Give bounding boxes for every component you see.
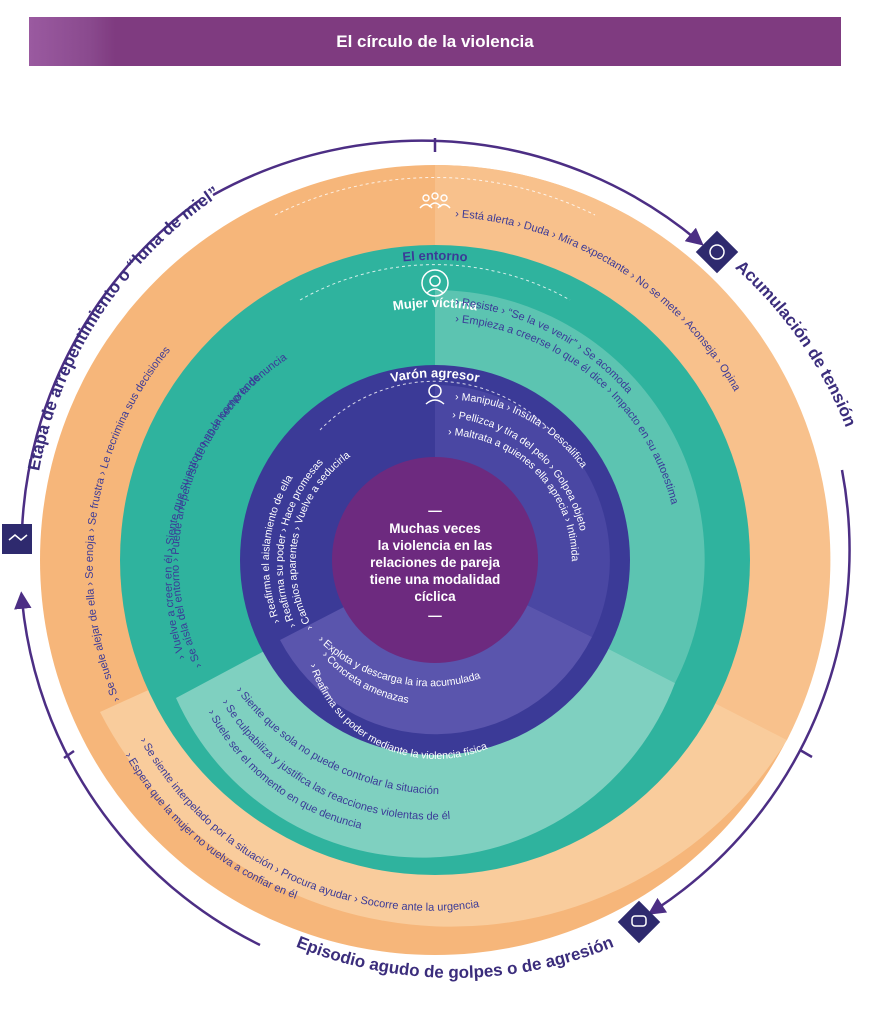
woman-icon xyxy=(421,269,449,297)
center-line-3: relaciones de pareja xyxy=(370,555,500,570)
arrow-to-honeymoon xyxy=(14,591,261,947)
label-varon: Varón agresor xyxy=(389,365,481,385)
angry-face-icon xyxy=(695,230,739,274)
arrow-to-acute xyxy=(647,469,851,915)
label-entorno: El entorno xyxy=(402,248,469,265)
people-icon xyxy=(419,192,451,209)
center-dash-bottom: — xyxy=(428,608,442,623)
label-separators xyxy=(274,177,596,431)
center-line-1: Muchas veces xyxy=(389,521,481,536)
core-circle xyxy=(332,457,538,663)
man-icon xyxy=(425,384,445,405)
cycle-ticks xyxy=(63,138,813,760)
center-message: — Muchas veces la violencia en las relac… xyxy=(370,503,501,623)
arrow-to-tension xyxy=(212,139,704,246)
title-accent xyxy=(29,17,115,66)
center-line-5: cíclica xyxy=(414,589,456,604)
title-bar: El círculo de la violencia xyxy=(29,17,841,66)
center-line-4: tiene una modalidad xyxy=(370,572,501,587)
arrow-to-tension-start xyxy=(20,198,201,531)
handshake-icon xyxy=(2,524,32,554)
cycle-arrows xyxy=(14,139,851,947)
center-dash-top: — xyxy=(428,503,442,518)
center-line-2: la violencia en las xyxy=(378,538,493,553)
fist-icon xyxy=(617,900,661,944)
page-title: El círculo de la violencia xyxy=(336,31,534,51)
label-mujer: Mujer víctima xyxy=(392,295,479,313)
